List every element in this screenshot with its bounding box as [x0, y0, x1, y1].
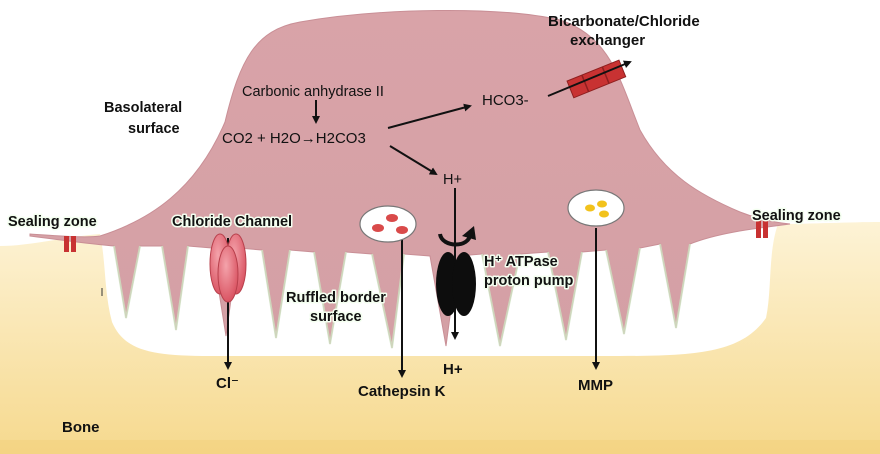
basolateral-label-line2: surface — [128, 121, 180, 137]
mmp-label: MMP — [578, 377, 613, 394]
sealing-zone-right-marker — [756, 220, 768, 238]
cathepsin-k-label: Cathepsin K — [358, 383, 446, 400]
atpase-label-line2: proton pump — [484, 273, 574, 289]
carbonic-anhydrase-label: Carbonic anhydrase II — [242, 84, 384, 100]
cathepsin-vesicle — [359, 205, 417, 243]
proton-bottom-label: H+ — [443, 361, 463, 378]
bone-label: Bone — [62, 419, 100, 436]
sealing-zone-right-label: Sealing zone — [752, 208, 841, 224]
bone-matrix — [0, 222, 880, 454]
proton-top-label: H+ — [443, 172, 462, 188]
sealing-zone-left-label: Sealing zone — [8, 214, 97, 230]
bicarbonate-label-line2: exchanger — [570, 32, 645, 49]
arrow-to-bicarbonate — [387, 103, 472, 129]
ruffled-border-label-line2: surface — [310, 309, 362, 325]
sealing-zone-left-marker — [64, 236, 76, 252]
bone-shadow — [0, 440, 880, 454]
chloride-ion-label: Cl⁻ — [216, 375, 239, 392]
basolateral-label-line1: Basolateral — [104, 100, 182, 116]
ruffled-border-rim — [113, 243, 691, 349]
chloride-channel-label: Chloride Channel — [172, 214, 292, 230]
arrow-bicarbonate-out — [547, 60, 632, 97]
chloride-channel — [209, 233, 247, 303]
reaction-equation: CO2 + H2O→H2CO3 — [222, 130, 366, 147]
arrow-to-proton — [389, 145, 438, 176]
proton-pump — [436, 226, 476, 316]
bicarbonate-ion-label: HCO3- — [482, 92, 529, 109]
osteoclast-cell — [29, 9, 791, 349]
bicarbonate-label-line1: Bicarbonate/Chloride — [548, 13, 700, 30]
mmp-vesicle — [567, 189, 625, 227]
ruffled-border-label-line1: Ruffled border — [286, 290, 386, 306]
atpase-label-line1: H⁺ ATPase — [484, 254, 558, 270]
